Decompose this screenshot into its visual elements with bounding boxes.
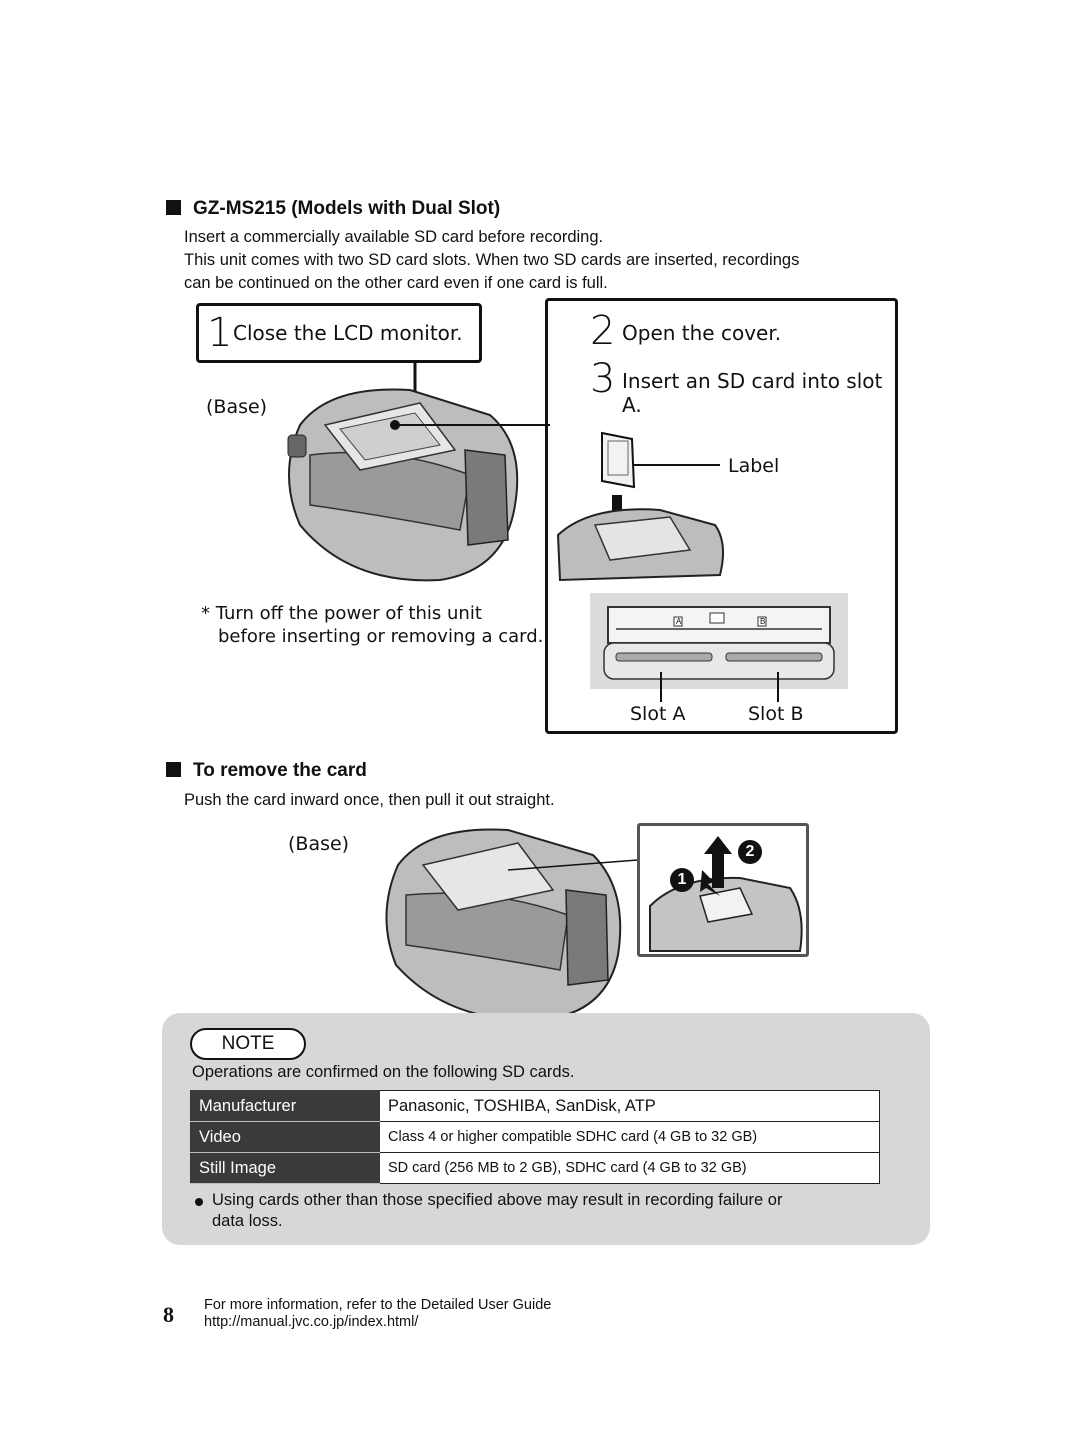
square-bullet-icon [166,762,181,777]
table-header-cell: Manufacturer [190,1090,380,1122]
page-number: 8 [163,1302,174,1327]
remove-detail-illustration [649,836,803,952]
table-cell: SD card (256 MB to 2 GB), SDHC card (4 G… [379,1152,880,1184]
bullet-dot-icon [195,1198,203,1206]
footer-url: http://manual.jvc.co.jp/index.html/ [204,1314,419,1330]
note-bullet-line: data loss. [212,1212,283,1230]
label-callout: Label [728,455,780,477]
base-label: (Base) [206,396,268,418]
sd-card-insert-illustration [556,431,725,582]
note-bullet-line: Using cards other than those specified a… [212,1191,783,1209]
note-intro: Operations are confirmed on the followin… [192,1063,575,1081]
section-heading-text: GZ-MS215 (Models with Dual Slot) [193,198,501,219]
slot-a-pointer [660,672,662,702]
note-panel: NOTE Operations are confirmed on the fol… [162,1013,930,1245]
slot-a-mark: A [676,617,682,626]
step-number: 1 [207,310,233,356]
table-row: Manufacturer Panasonic, TOSHIBA, SanDisk… [190,1090,880,1122]
sd-card-table: Manufacturer Panasonic, TOSHIBA, SanDisk… [190,1090,880,1184]
circle-number-2-icon: 2 [738,840,762,864]
footer-line: For more information, refer to the Detai… [204,1297,552,1313]
slot-a-label: Slot A [630,703,686,725]
section-heading-text: To remove the card [193,760,367,781]
camcorder-base-illustration [287,361,550,582]
slot-b-mark: B [760,617,766,626]
intro-paragraph: Insert a commercially available SD card … [184,226,799,295]
square-bullet-icon [166,200,181,215]
step-number: 2 [590,308,616,354]
caution-note: * Turn off the power of this unit before… [201,602,543,648]
section-heading-remove-card: To remove the card [166,760,367,782]
step-text: Open the cover. [622,321,782,345]
step-text: Close the LCD monitor. [233,321,463,345]
caution-line: * Turn off the power of this unit [201,603,482,624]
table-row: Video Class 4 or higher compatible SDHC … [190,1121,880,1153]
section-heading-dual-slot: GZ-MS215 (Models with Dual Slot) [166,198,500,220]
table-header-cell: Video [190,1121,380,1153]
slot-closeup-panel: A B [590,593,848,689]
remove-detail-box: 2 1 [637,823,809,957]
footer-reference: For more information, refer to the Detai… [204,1297,551,1331]
intro-line: can be continued on the other card even … [184,274,608,292]
table-cell: Class 4 or higher compatible SDHC card (… [379,1121,880,1153]
slot-b-label: Slot B [748,703,804,725]
step-number: 3 [590,356,616,402]
table-header-cell: Still Image [190,1152,380,1184]
table-cell: Panasonic, TOSHIBA, SanDisk, ATP [379,1090,880,1122]
slot-closeup-illustration [603,606,835,680]
camcorder-remove-illustration [385,828,638,1022]
caution-line: before inserting or removing a card. [218,626,544,647]
intro-line: Insert a commercially available SD card … [184,228,604,246]
note-title: NOTE [190,1028,306,1060]
circle-number-1-icon: 1 [670,868,694,892]
intro-line: This unit comes with two SD card slots. … [184,251,800,269]
base-label-2: (Base) [288,833,350,855]
note-bullet: Using cards other than those specified a… [212,1190,782,1232]
step1-box: 1 Close the LCD monitor. [196,303,482,363]
slot-b-pointer [777,672,779,702]
step-text: Insert an SD card into slot A. [622,369,883,417]
table-row: Still Image SD card (256 MB to 2 GB), SD… [190,1152,880,1184]
remove-instruction: Push the card inward once, then pull it … [184,791,555,809]
